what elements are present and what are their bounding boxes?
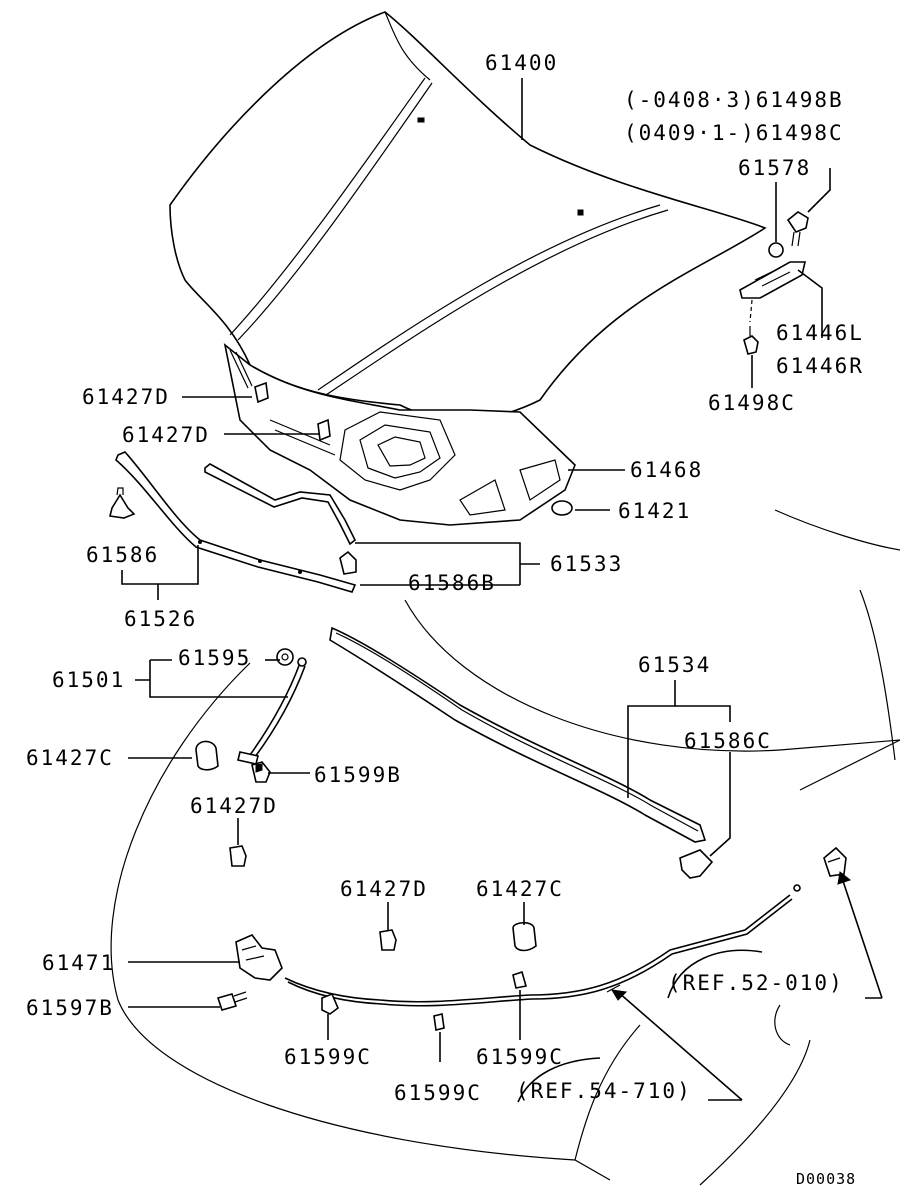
label-bumper-d-left: 61427D xyxy=(190,794,278,818)
label-bumper-d-upper: 61427D xyxy=(82,385,170,409)
bumper-61427d-upper xyxy=(254,381,269,404)
leader-lines xyxy=(121,78,883,1101)
label-bumper-c-left: 61427C xyxy=(26,746,114,770)
hood-panel xyxy=(169,11,767,421)
label-bumper-d-center: 61427D xyxy=(340,877,428,901)
clip-61586b xyxy=(339,550,357,575)
bumper-61427d-center xyxy=(379,929,397,951)
label-bumper-d-mid: 61427D xyxy=(122,423,210,447)
bolt-61597b xyxy=(216,991,248,1011)
rear-seal-strip xyxy=(204,463,357,546)
label-hinge-bolt-lower: 61498C xyxy=(708,391,796,415)
vehicle-body-outline xyxy=(110,509,901,1186)
label-weatherstrip: 61534 xyxy=(638,653,711,677)
label-hood: 61400 xyxy=(485,51,558,75)
ref-frames xyxy=(517,949,763,1103)
label-hinge-r: 61446R xyxy=(776,354,864,378)
weatherstrip-seal xyxy=(329,626,707,843)
hood-hinge xyxy=(739,211,809,355)
clip-61599c-mid xyxy=(433,1013,445,1031)
clip-61599c-right xyxy=(512,970,528,989)
label-clip-61599c-right: 61599C xyxy=(476,1045,564,1069)
hood-latch-61471 xyxy=(235,934,283,981)
clip-61599b xyxy=(251,761,271,783)
clip-61421 xyxy=(551,500,573,516)
clip-61599c-left xyxy=(321,992,339,1015)
bumper-61427d-mid xyxy=(317,418,331,442)
hood-prop-rod xyxy=(237,657,307,765)
label-hinge-nut: 61578 xyxy=(738,156,811,180)
label-prop-rod: 61501 xyxy=(52,668,125,692)
label-ref-52: (REF.52-010) xyxy=(668,971,844,995)
label-bumper-c-center: 61427C xyxy=(476,877,564,901)
label-hinge-bolt-b: (-0408·3)61498B xyxy=(624,88,844,112)
label-front-seal: 61526 xyxy=(124,607,197,631)
label-latch-bolt: 61597B xyxy=(26,996,114,1020)
label-clip-61599c-left: 61599C xyxy=(284,1045,372,1069)
bumper-61427c-left xyxy=(195,740,219,771)
clip-61586c xyxy=(679,849,714,879)
cable-end-bracket xyxy=(823,846,847,877)
hood-release-cable xyxy=(284,884,801,1007)
clip-61586 xyxy=(109,487,136,519)
label-grommet: 61595 xyxy=(178,646,251,670)
bumper-61427d-left xyxy=(229,845,247,867)
label-clip-61586c: 61586C xyxy=(684,729,772,753)
label-latch: 61471 xyxy=(42,951,115,975)
bumper-61427c-center xyxy=(512,921,537,952)
diagram-code: D00038 xyxy=(796,1170,856,1187)
part-labels: 61400 (-0408·3)61498B (0409·1-)61498C 61… xyxy=(26,51,864,1187)
label-insulator: 61468 xyxy=(630,458,703,482)
label-clip-61599c-mid: 61599C xyxy=(394,1081,482,1105)
grommet-61595 xyxy=(276,648,294,666)
label-clip-61586: 61586 xyxy=(86,543,159,567)
label-hinge-l: 61446L xyxy=(776,321,864,345)
front-seal-strip xyxy=(115,451,357,593)
label-clip-61421: 61421 xyxy=(618,499,691,523)
label-hinge-bolt-c: (0409·1-)61498C xyxy=(624,121,844,145)
label-rear-seal: 61533 xyxy=(550,552,623,576)
label-ref-54: (REF.54-710) xyxy=(516,1079,692,1103)
label-clip-61599b: 61599B xyxy=(314,763,402,787)
label-clip-61586b: 61586B xyxy=(408,571,496,595)
